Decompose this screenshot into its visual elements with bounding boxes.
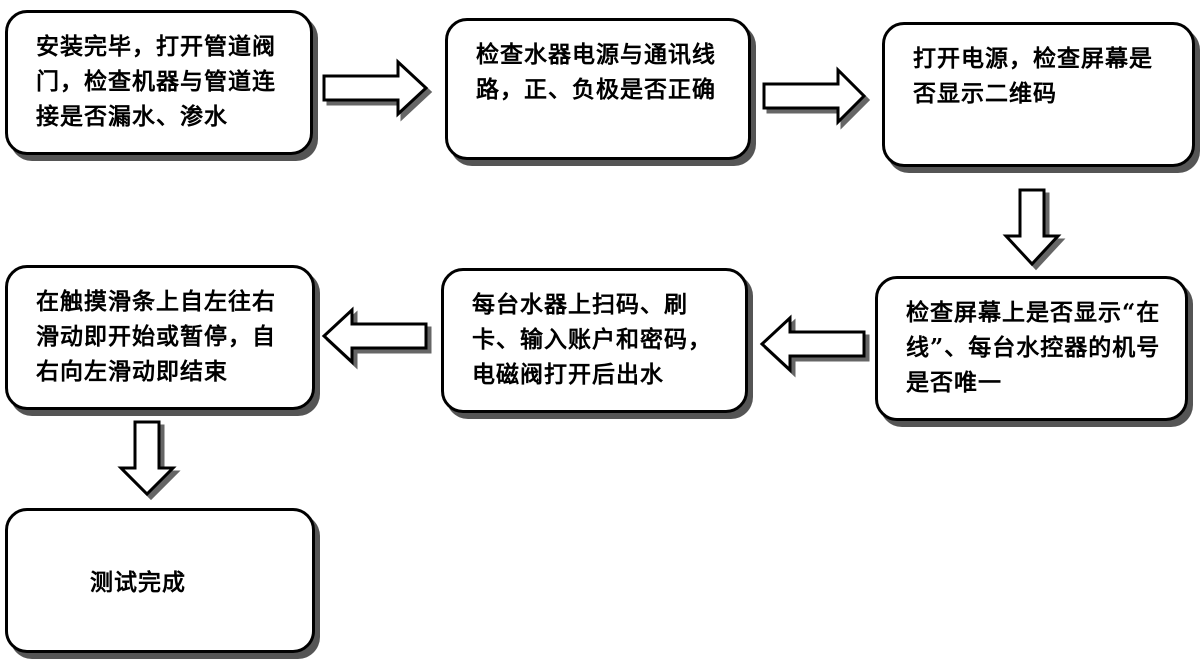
arrow-right-1-to-2 (322, 58, 433, 122)
step-text-5: 每台水器上扫码、刷卡、输入账户和密码，电磁阀打开后出水 (472, 291, 712, 388)
step-text-7: 测试完成 (90, 569, 186, 596)
step-text-3: 打开电源，检查屏幕是否显示二维码 (913, 45, 1153, 107)
step-box-5: 每台水器上扫码、刷卡、输入账户和密码，电磁阀打开后出水 (441, 268, 748, 413)
step-box-1: 安装完毕，打开管道阀门，检查机器与管道连接是否漏水、渗水 (5, 10, 313, 155)
step-box-4: 检查屏幕上是否显示“在线”、每台水控器的机号是否唯一 (875, 276, 1188, 421)
step-box-2: 检查水器电源与通讯线路，正、负极是否正确 (445, 18, 751, 160)
step-text-1: 安装完毕，打开管道阀门，检查机器与管道连接是否漏水、渗水 (36, 33, 276, 130)
arrow-left-5-to-6 (321, 306, 432, 370)
arrow-left-4-to-5 (759, 314, 870, 378)
arrow-down-6-to-7 (117, 420, 181, 501)
step-text-4: 检查屏幕上是否显示“在线”、每台水控器的机号是否唯一 (906, 299, 1161, 396)
step-box-3: 打开电源，检查屏幕是否显示二维码 (882, 22, 1195, 167)
step-box-7: 测试完成 (5, 508, 315, 653)
step-box-6: 在触摸滑条上自左往右滑动即开始或暂停，自右向左滑动即结束 (5, 265, 315, 410)
step-text-2: 检查水器电源与通讯线路，正、负极是否正确 (476, 41, 716, 103)
arrow-right-2-to-3 (762, 66, 871, 130)
step-text-6: 在触摸滑条上自左往右滑动即开始或暂停，自右向左滑动即结束 (36, 288, 276, 385)
arrow-down-3-to-4 (1002, 188, 1066, 271)
